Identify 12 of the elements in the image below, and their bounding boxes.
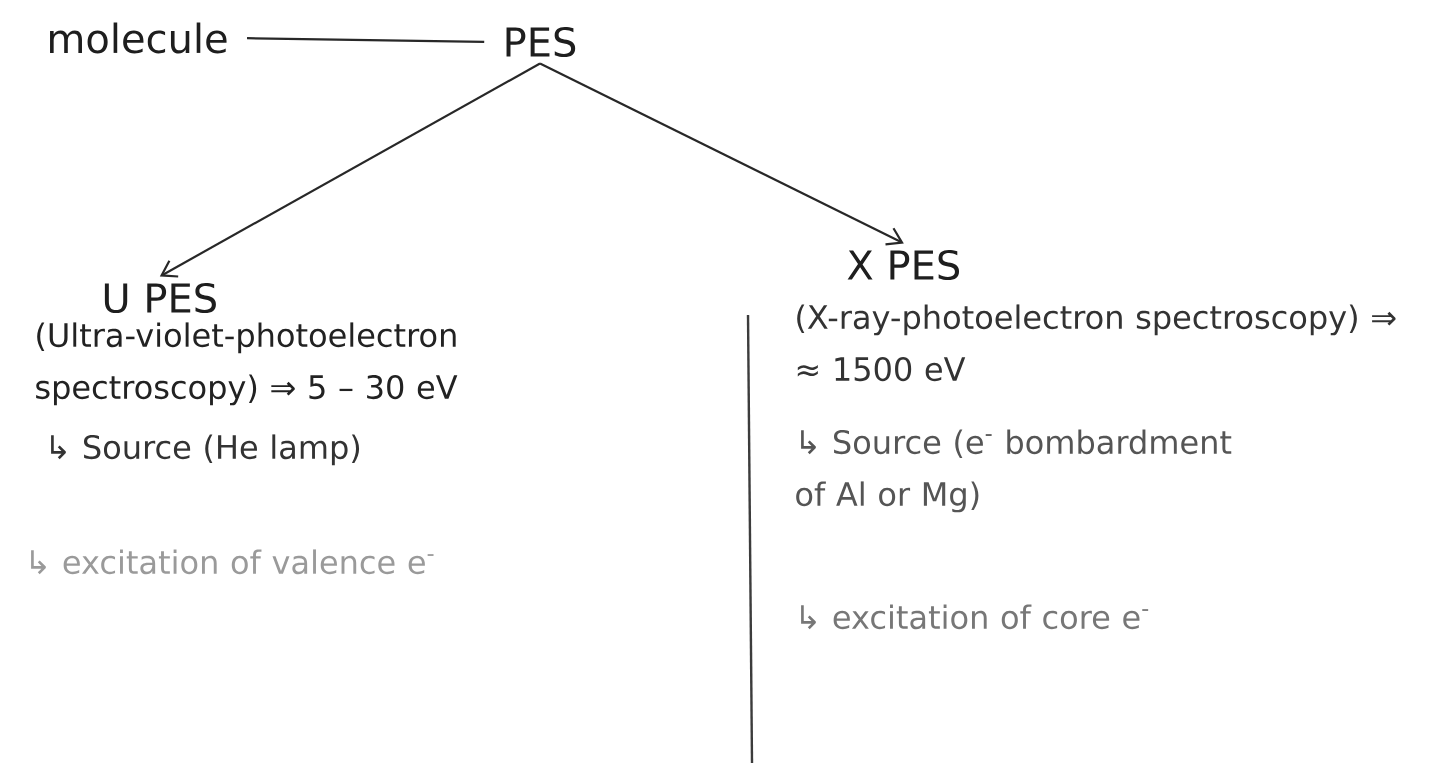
term-text: U PES <box>104 282 216 314</box>
term-text: PES <box>506 26 576 58</box>
note-text: ↳ excitation of core e$^{-}$ <box>801 604 1149 630</box>
note-text: ↳ Source (He lamp) <box>51 434 360 466</box>
note-text: (Ultra-violet-photoelectron spectroscopy) ⇒ 5 – 30 eV <box>36 322 458 406</box>
arrow <box>539 62 904 246</box>
note-text: ↳ Source (e$^{-}$ bombardment of Al or Mg) <box>796 429 1232 513</box>
arrow <box>159 62 541 278</box>
note-text: (X-ray-photoelectron spectroscopy) ⇒ ≈ 1500 eV <box>797 304 1396 382</box>
term-text: X PES <box>847 249 960 281</box>
note-text: ↳ excitation of valence e$^{-}$ <box>31 549 434 575</box>
term-text: molecule <box>50 22 227 54</box>
